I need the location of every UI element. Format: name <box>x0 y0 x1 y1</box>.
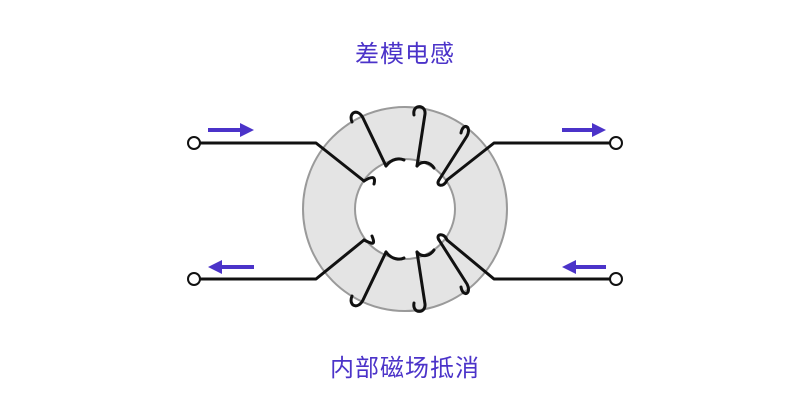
top-turn-3-inner <box>436 178 449 187</box>
bottom-winding <box>198 233 612 313</box>
bottom-left-lead-wire <box>198 238 366 281</box>
bottom-right-lead-wire <box>445 238 612 281</box>
top-turn-1 <box>362 176 376 186</box>
top-winding <box>198 105 612 187</box>
arrow-bottom-right-left-icon <box>562 260 606 274</box>
top-left-lead-wire <box>198 141 366 183</box>
top-inner-link-1 <box>384 157 406 168</box>
current-arrows <box>208 123 606 274</box>
terminals <box>187 136 623 286</box>
bottom-turn-3-inner <box>436 233 449 242</box>
bottom-turn-3-outer <box>437 238 470 296</box>
top-right-lead-wire <box>445 141 612 182</box>
diagram-caption: 内部磁场抵消 <box>330 354 480 382</box>
terminal-top-right <box>609 136 623 150</box>
top-turn-2-outer <box>412 105 427 168</box>
arrow-bottom-left-left-icon <box>208 260 254 274</box>
bottom-inner-link-1 <box>384 250 406 261</box>
diagram-title: 差模电感 <box>355 40 455 68</box>
toroid-ring <box>301 106 509 312</box>
terminal-bottom-right <box>609 272 623 286</box>
arrow-top-right-right-icon <box>562 123 606 137</box>
top-inner-link-2 <box>415 160 436 170</box>
top-turn-3-outer <box>437 124 470 182</box>
bottom-turn-2-outer <box>412 250 427 313</box>
winding-inner-links <box>384 157 436 261</box>
arrow-top-left-right-icon <box>208 123 254 137</box>
toroid-core <box>301 106 509 312</box>
terminal-bottom-left <box>187 272 201 286</box>
bottom-inner-link-2 <box>415 248 436 258</box>
bottom-turn-1-outer <box>349 250 388 308</box>
top-turn-1-outer <box>349 110 388 168</box>
terminal-top-left <box>187 136 201 150</box>
bottom-turn-1-inner <box>362 234 376 245</box>
